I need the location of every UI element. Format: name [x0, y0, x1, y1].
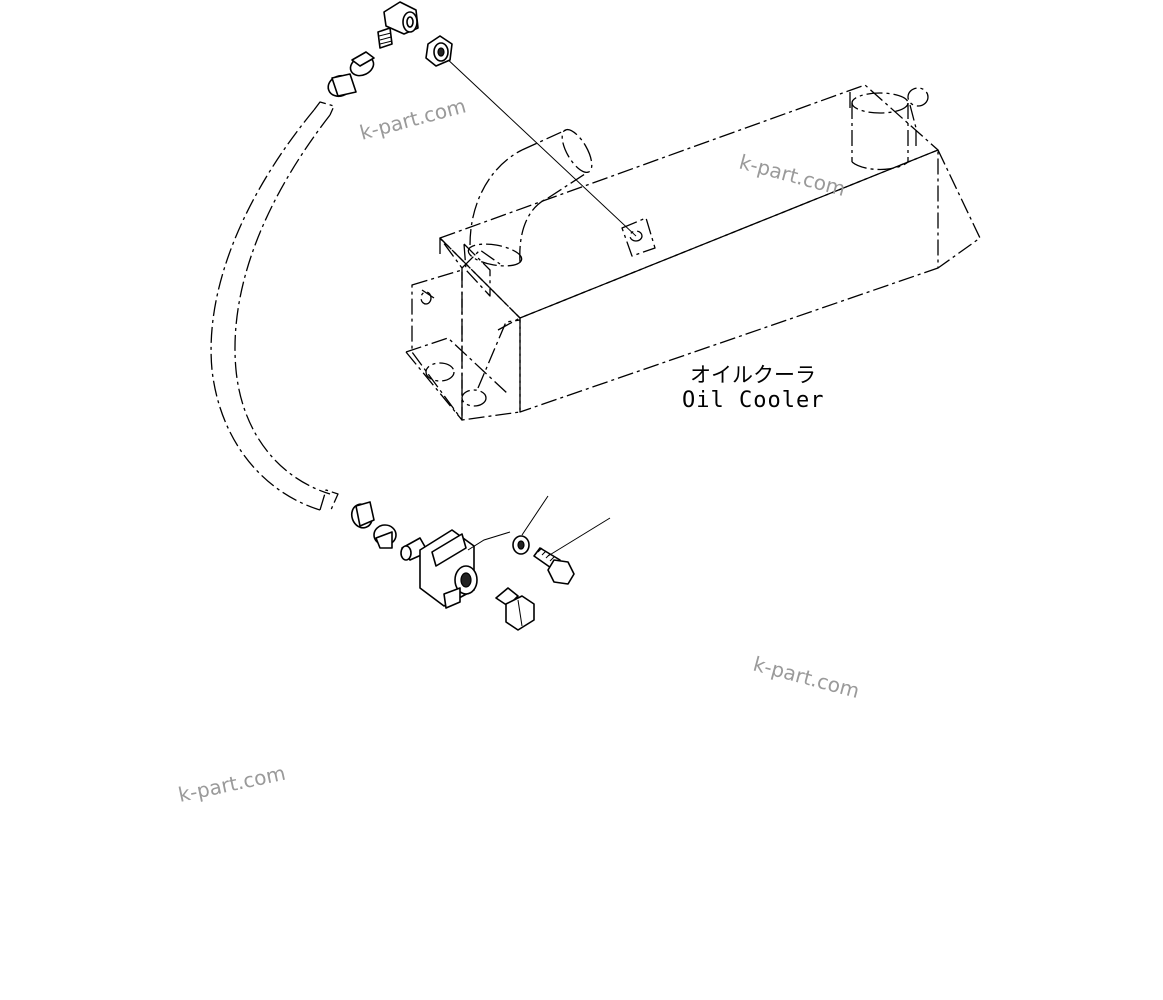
- washer-leader: [521, 495, 549, 536]
- drain-plug: [495, 587, 535, 631]
- bolt: [533, 547, 575, 585]
- elbow-adapter: [400, 529, 478, 609]
- bolt-leader: [547, 517, 611, 557]
- adapter-leader: [467, 531, 511, 551]
- watermark: k-part.com: [357, 93, 468, 144]
- bottom-hose-clamp-2: [373, 524, 397, 549]
- label-oil-cooler-jp: オイルクーラ: [690, 363, 816, 387]
- label-oil-cooler-en: Oil Cooler: [682, 388, 824, 413]
- washer: [512, 535, 530, 555]
- hose-outline: [210, 101, 339, 513]
- top-hose-clamp: [349, 51, 375, 77]
- watermark: k-part.com: [176, 761, 288, 807]
- top-cap-fitting: [425, 35, 453, 67]
- watermark: k-part.com: [751, 652, 862, 703]
- leader-line-top: [443, 55, 637, 237]
- bottom-hose-clamp: [350, 501, 375, 529]
- watermark: k-part.com: [737, 150, 848, 201]
- top-elbow-fitting: [377, 1, 419, 49]
- oil-cooler-outline: [405, 84, 981, 421]
- top-hose-clamp-2: [327, 73, 357, 98]
